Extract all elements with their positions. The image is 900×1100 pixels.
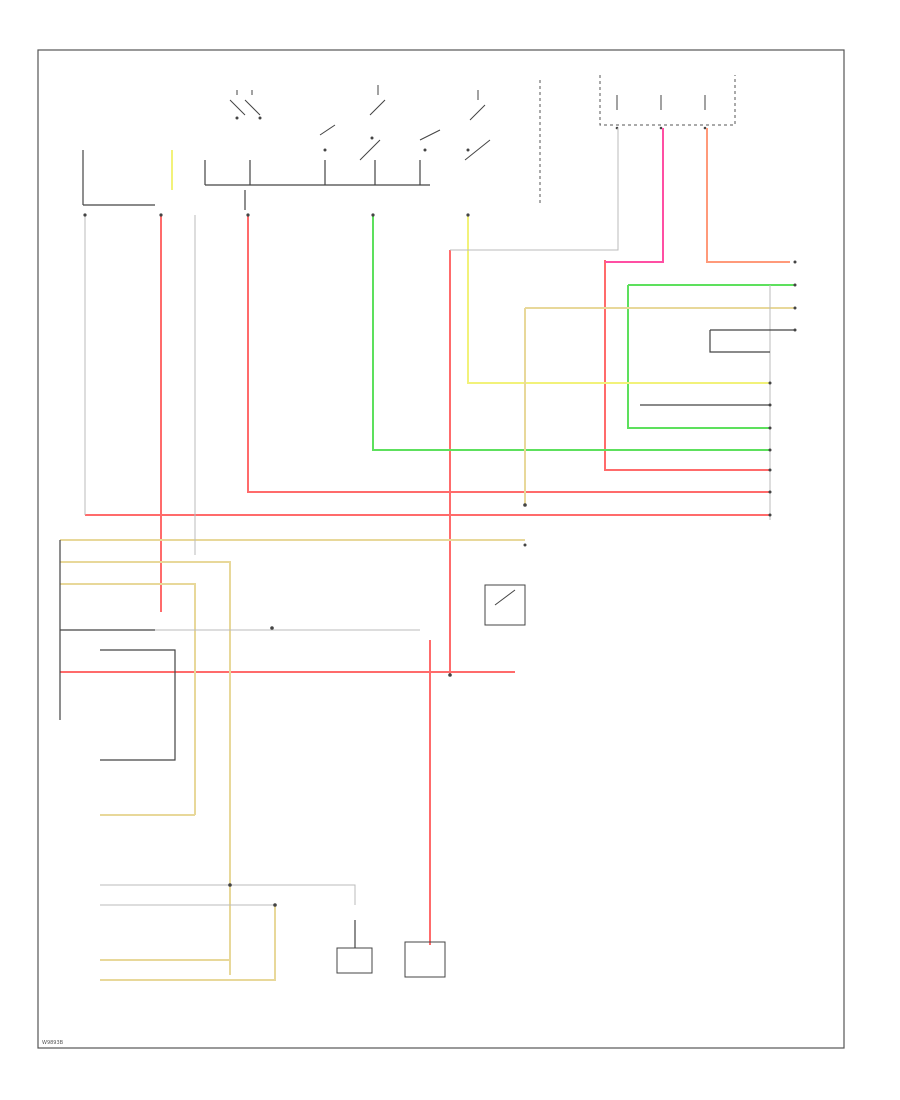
- pink-wires: [605, 128, 664, 263]
- stop-lamp-switch: [484, 543, 527, 626]
- red-wire-right: [604, 260, 770, 471]
- green-wire-right: [627, 285, 770, 429]
- orange-wires: [706, 128, 790, 263]
- green-wire-ltgrn: [372, 215, 770, 451]
- red-wires: [60, 215, 770, 945]
- tan-wire-584: [60, 583, 196, 815]
- tan-wire-bottom: [100, 905, 276, 981]
- tan-wire-562: [60, 561, 231, 975]
- turn-signal-switch-symbol: [319, 85, 386, 161]
- red-wire-brake: [247, 215, 770, 493]
- yellow-wire: [467, 215, 770, 384]
- pink-wire: [605, 128, 664, 263]
- lamp-right: [404, 941, 446, 978]
- hazard-switch-symbol: [419, 90, 491, 161]
- top-switch-block: [82, 75, 736, 210]
- black-wires-lower: [59, 329, 795, 761]
- tan-wires: [60, 307, 795, 981]
- fuse-box-boundary-dashed: [599, 75, 736, 126]
- diagram-frame: [37, 49, 845, 1049]
- yellow-wires: [171, 150, 770, 384]
- diagram-code: W9893B: [42, 1040, 64, 1046]
- orange-wire: [706, 128, 790, 263]
- lamp-left: [336, 920, 373, 974]
- green-wires: [372, 215, 795, 451]
- fuse-symbols: [615, 95, 707, 130]
- connector-nodes: [83, 213, 797, 907]
- brake-switch-symbol: [229, 90, 262, 120]
